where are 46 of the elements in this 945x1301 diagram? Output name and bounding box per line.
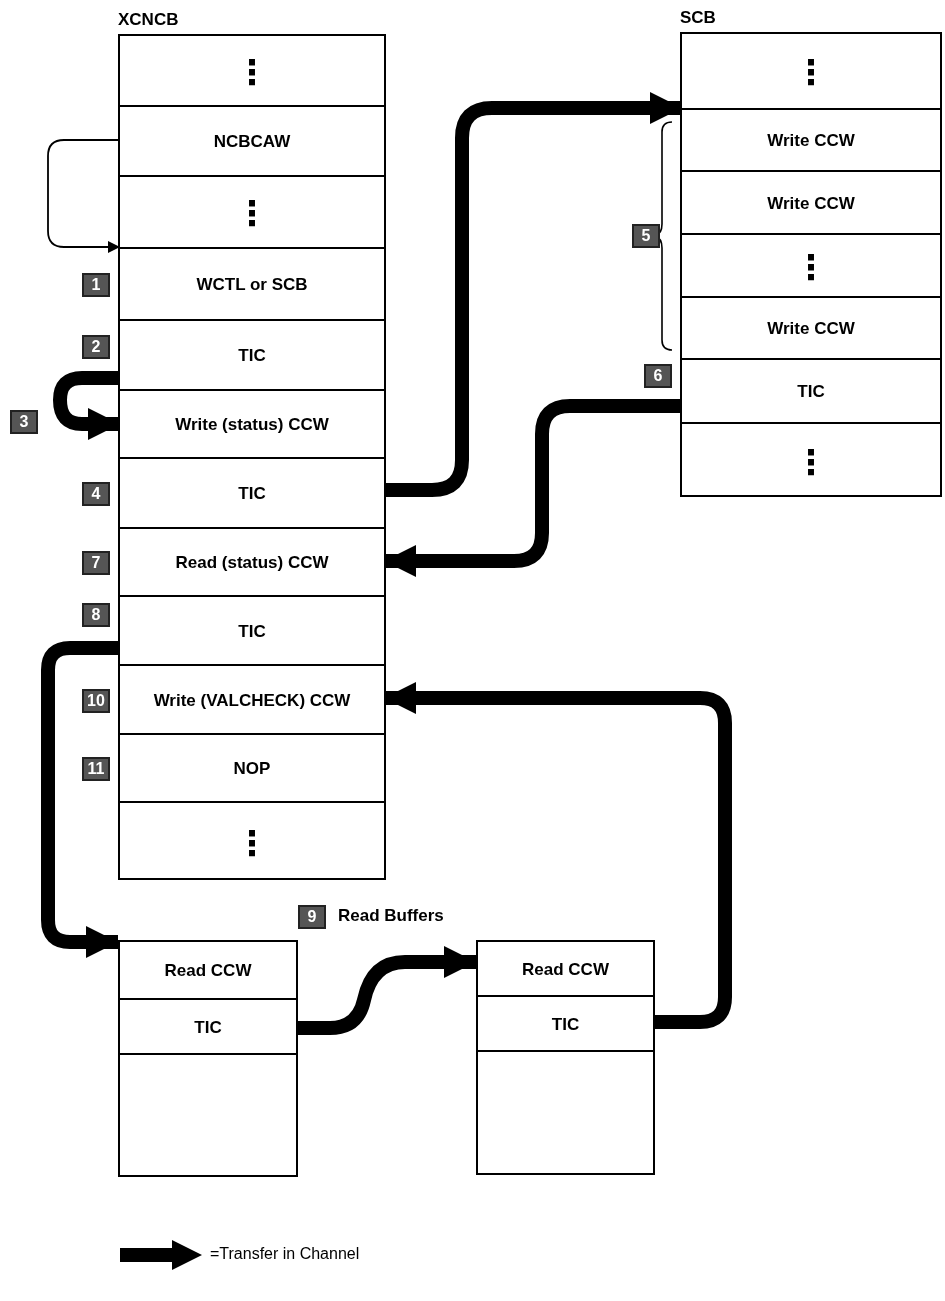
buffer-block xyxy=(476,940,655,1175)
field-text: Read (status) CCW xyxy=(175,553,329,573)
arrow xyxy=(384,682,732,1029)
arrow xyxy=(384,92,682,497)
callout-number: 7 xyxy=(82,551,110,575)
field-text: TIC xyxy=(797,382,825,402)
field-text: TIC xyxy=(238,621,266,642)
field-text: Write CCW xyxy=(767,131,855,151)
field-text: NOP xyxy=(233,759,271,779)
arrow xyxy=(53,371,120,440)
callout-number: 3 xyxy=(10,410,38,434)
field-text: TIC xyxy=(238,346,266,366)
field-text: WCTL or SCB xyxy=(196,275,308,295)
callout-number: 5 xyxy=(632,224,660,248)
block-title: XCNCB xyxy=(118,10,179,30)
field-text: TIC xyxy=(238,484,266,504)
field-text: NCBCAW xyxy=(213,132,291,152)
field-text: Write (status) CCW xyxy=(175,415,329,435)
ellipsis: ⋮ xyxy=(235,51,269,92)
callout-number: 8 xyxy=(82,603,110,627)
field-text: Write CCW xyxy=(767,193,855,214)
arrow xyxy=(47,139,121,253)
arrow xyxy=(384,399,682,577)
field-text: Write CCW xyxy=(767,319,855,339)
callout-number: 1 xyxy=(82,273,110,297)
ellipsis: ⋮ xyxy=(794,441,828,482)
ellipsis: ⋮ xyxy=(235,193,269,233)
callout-number: 11 xyxy=(82,757,110,781)
block-title: SCB xyxy=(680,8,716,28)
field-text: Write (VALCHECK) CCW xyxy=(153,690,351,711)
callout-number: 10 xyxy=(82,689,110,713)
callout-text: Read Buffers xyxy=(338,906,444,926)
field-text: Read CCW xyxy=(522,959,609,980)
callout-number: 4 xyxy=(82,482,110,506)
field-text: TIC xyxy=(551,1014,580,1035)
field-text: Read CCW xyxy=(164,961,252,981)
arrow xyxy=(41,641,120,958)
legend-text: =Transfer in Channel xyxy=(210,1245,360,1263)
ellipsis: ⋮ xyxy=(235,822,269,863)
callout-number: 2 xyxy=(82,335,110,359)
callout-number: 6 xyxy=(644,364,672,388)
callout-number: 9 xyxy=(298,905,326,929)
field-text: TIC xyxy=(194,1017,222,1038)
ellipsis: ⋮ xyxy=(794,52,828,92)
buffer-block xyxy=(118,940,298,1177)
ellipsis: ⋮ xyxy=(794,246,828,287)
